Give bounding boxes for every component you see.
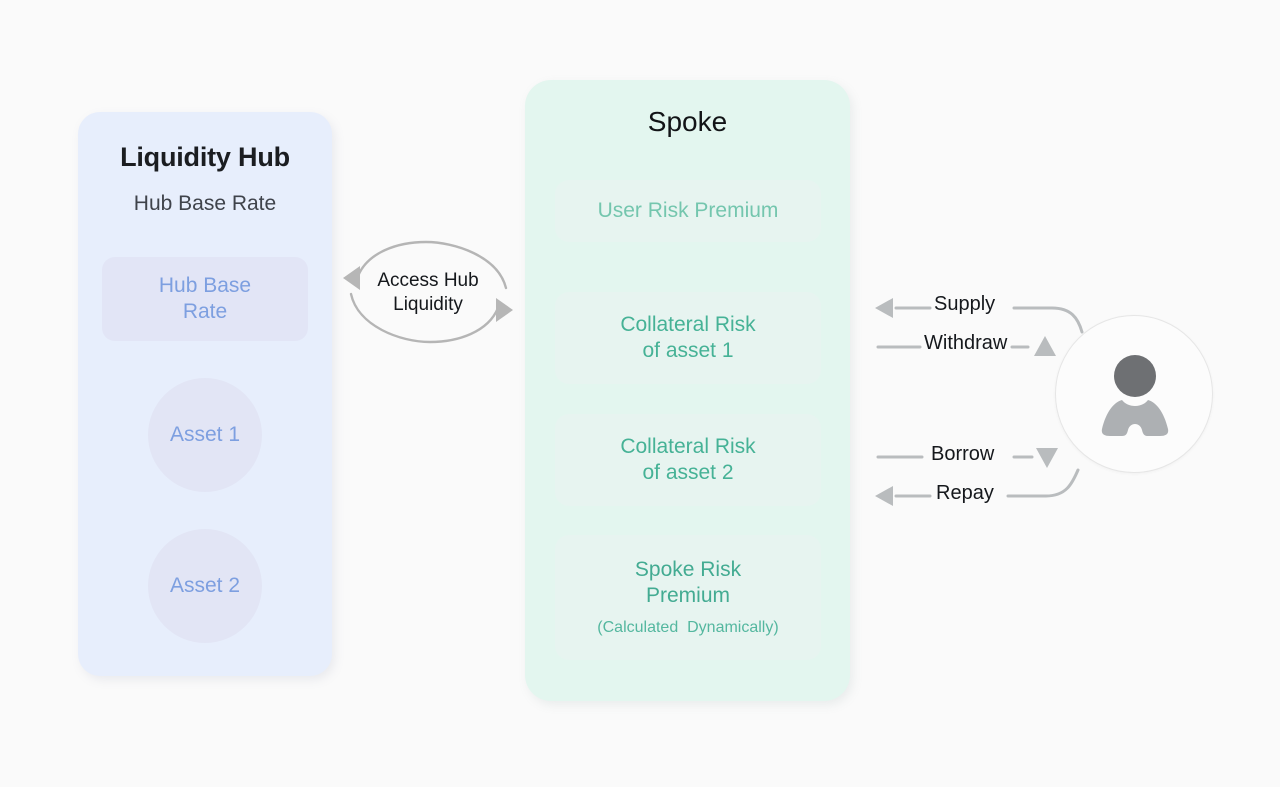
- user-flows-group: Supply Withdraw Borrow Repay: [866, 280, 1226, 530]
- spoke-risk-premium-label: Spoke Risk Premium: [635, 557, 741, 608]
- asset-2-label: Asset 2: [169, 574, 241, 597]
- repay-arrow-icon: [875, 468, 1080, 506]
- supply-arrow-icon: [875, 298, 1084, 334]
- user-risk-premium-label: User Risk Premium: [597, 199, 779, 223]
- hub-base-rate-line1: Hub Base: [158, 274, 252, 298]
- withdraw-arrow-icon: [876, 336, 1056, 356]
- bidirectional-arrow-icon: [343, 240, 513, 344]
- user-avatar[interactable]: [1055, 315, 1213, 473]
- borrow-arrow-icon: [876, 448, 1058, 468]
- collateral-risk-asset-2-label: Collateral Risk of asset 2: [620, 434, 755, 485]
- liquidity-hub-panel: Liquidity Hub Hub Base Rate Hub Base Rat…: [78, 112, 332, 676]
- withdraw-label: Withdraw: [924, 332, 1008, 354]
- user-avatar-icon: [1101, 355, 1169, 436]
- spoke-risk-premium-line2: Premium: [645, 583, 730, 607]
- supply-label: Supply: [934, 293, 996, 315]
- asset-1-label: Asset 1: [169, 423, 241, 446]
- user-flow-arrows: [875, 298, 1084, 506]
- liquidity-hub-subtitle: Hub Base Rate: [133, 192, 277, 215]
- hub-base-rate-line2: Rate: [182, 300, 228, 323]
- user-risk-premium-card[interactable]: User Risk Premium: [555, 180, 821, 242]
- exchange-label-line2: Liquidity: [393, 294, 463, 316]
- borrow-label: Borrow: [931, 443, 995, 465]
- collateral-risk-asset-2-card[interactable]: Collateral Risk of asset 2: [555, 414, 821, 506]
- spoke-risk-premium-card[interactable]: Spoke Risk Premium (Calculated Dynamical…: [555, 535, 821, 660]
- asset-1-circle[interactable]: Asset 1: [148, 378, 262, 492]
- hub-base-rate-label: Hub Base Rate: [159, 273, 251, 324]
- collateral-risk-2-line2: of asset 2: [642, 461, 734, 484]
- spoke-title: Spoke: [647, 106, 728, 137]
- liquidity-hub-title: Liquidity Hub: [120, 142, 290, 172]
- exchange-label-line1: Access Hub: [377, 270, 479, 291]
- access-hub-liquidity-connector: Access Hub Liquidity: [338, 236, 518, 348]
- collateral-risk-2-line1: Collateral Risk: [620, 435, 756, 459]
- collateral-risk-1-line1: Collateral Risk: [620, 313, 756, 337]
- access-hub-liquidity-label: Access Hub Liquidity: [338, 269, 518, 318]
- asset-2-circle[interactable]: Asset 2: [148, 529, 262, 643]
- repay-label: Repay: [936, 482, 994, 504]
- collateral-risk-1-line2: of asset 1: [642, 339, 734, 362]
- spoke-risk-premium-line1: Spoke Risk: [634, 558, 742, 582]
- collateral-risk-asset-1-label: Collateral Risk of asset 1: [620, 312, 755, 363]
- collateral-risk-asset-1-card[interactable]: Collateral Risk of asset 1: [555, 292, 821, 384]
- spoke-panel: Spoke User Risk Premium Collateral Risk …: [525, 80, 850, 701]
- spoke-risk-premium-sublabel: (Calculated Dynamically): [597, 619, 779, 637]
- hub-base-rate-card[interactable]: Hub Base Rate: [102, 257, 308, 341]
